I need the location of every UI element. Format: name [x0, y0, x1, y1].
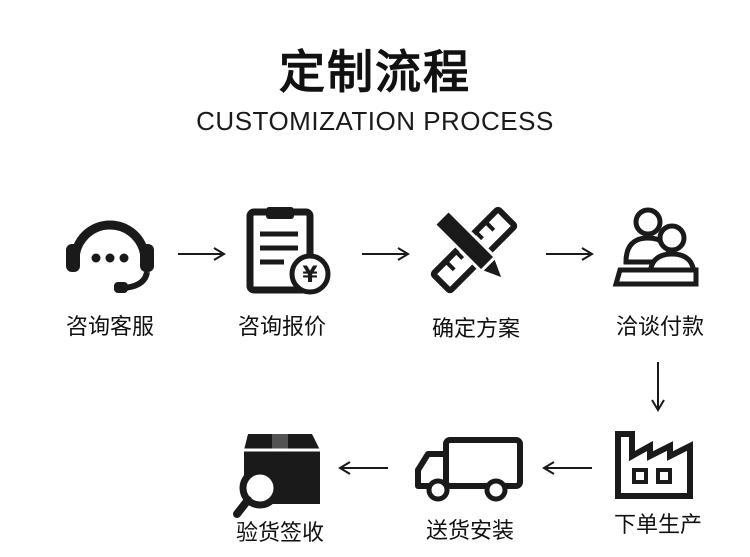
arrow-right-icon [362, 247, 410, 261]
step-label-payment: 洽谈付款 [615, 315, 704, 340]
delivery-truck-icon [415, 437, 523, 502]
arrow-right-icon [178, 247, 226, 261]
arrow-down-icon [651, 362, 665, 412]
arrow-right-icon [546, 247, 594, 261]
headset-icon [66, 220, 154, 293]
arrow-left-icon [542, 461, 592, 475]
step-label-production: 下单生产 [613, 513, 702, 538]
inspect-box-icon [233, 434, 320, 518]
pencil-ruler-icon [430, 206, 518, 294]
page-title: 定制流程 [279, 45, 471, 99]
step-label-quote: 咨询报价 [237, 315, 326, 340]
quote-clipboard-icon: ¥ [246, 207, 331, 295]
page-subtitle: CUSTOMIZATION PROCESS [196, 106, 554, 136]
factory-icon [615, 431, 693, 499]
meeting-people-icon [612, 207, 699, 287]
step-label-delivery: 送货安装 [425, 519, 514, 544]
svg-text:¥: ¥ [302, 263, 318, 288]
arrow-left-icon [338, 461, 388, 475]
step-label-confirm-plan: 确定方案 [431, 317, 520, 342]
step-label-inspection: 验货签收 [235, 521, 324, 546]
step-label-consult: 咨询客服 [65, 315, 154, 340]
